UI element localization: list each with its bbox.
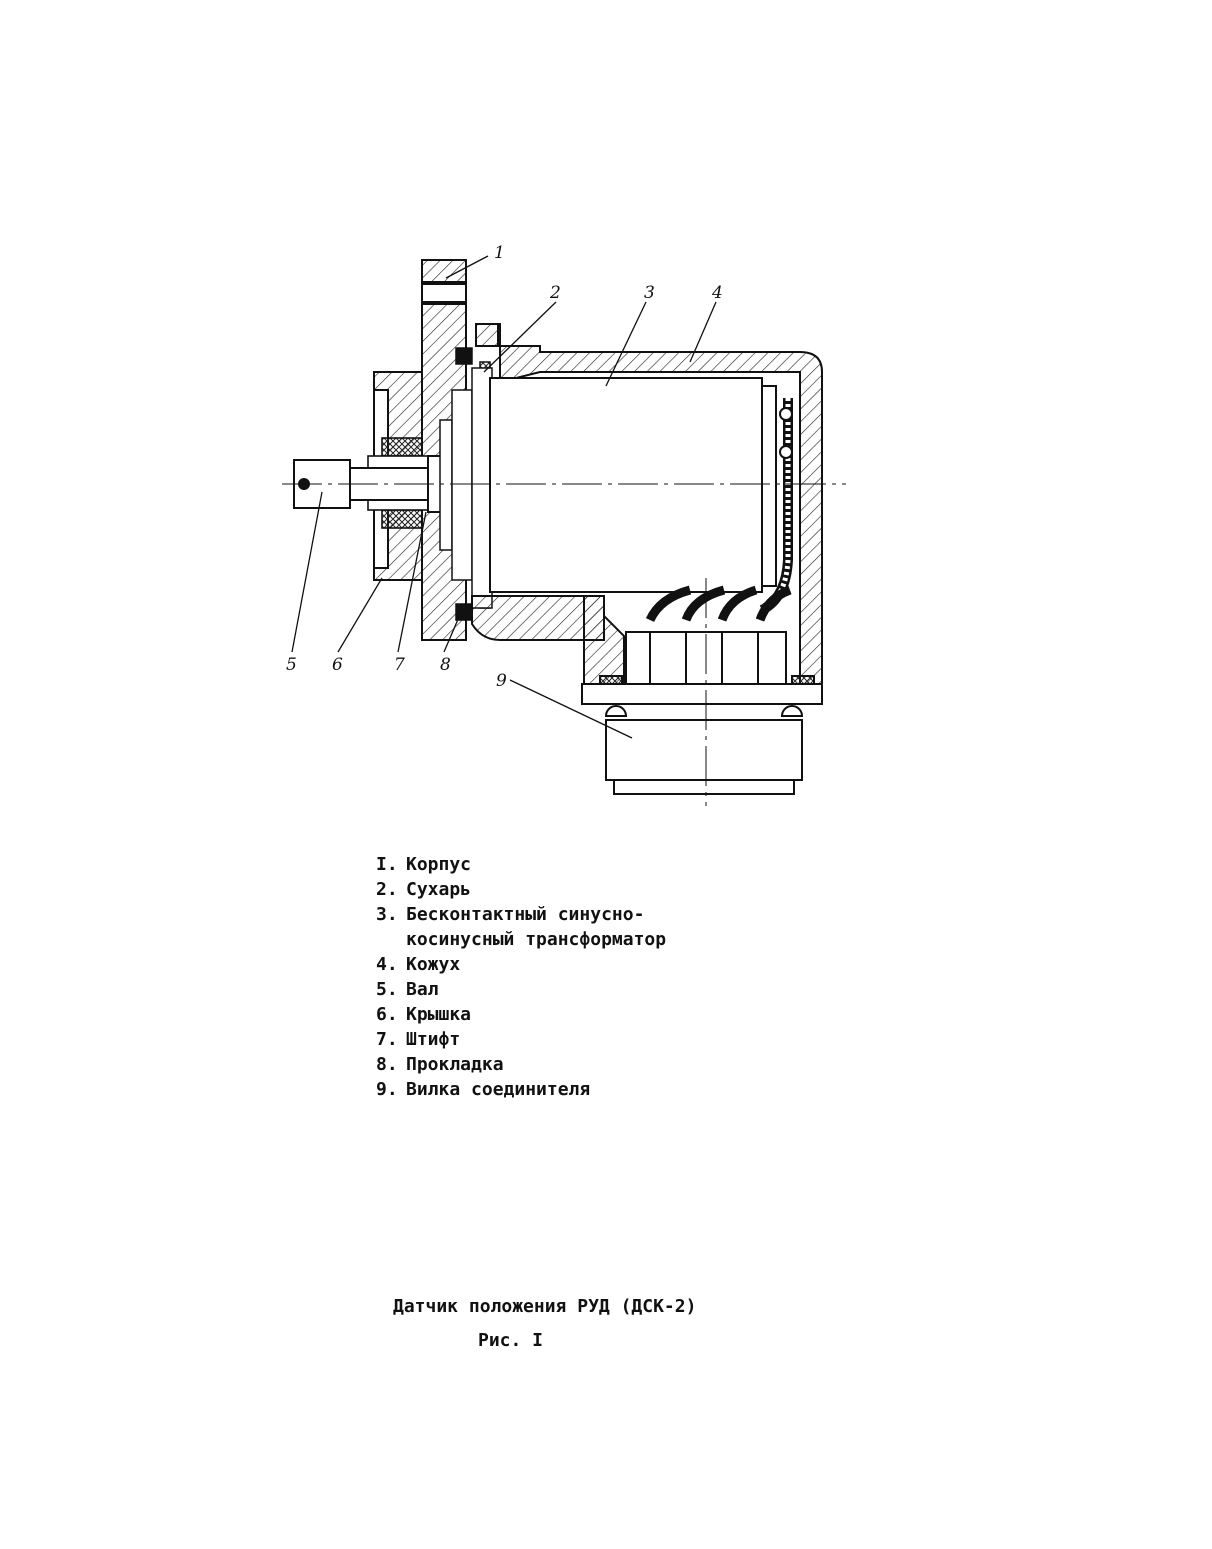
legend-item: 9. Вилка соединителя [376,1077,746,1102]
legend-text: Прокладка [406,1054,504,1075]
legend-item: 7. Штифт [376,1027,746,1052]
callout-7: 7 [394,655,405,675]
legend-number: 5. [376,979,398,1000]
callout-2: 2 [549,283,561,303]
seals [439,347,493,621]
legend-number: 4. [376,954,398,975]
legend-text: Вал [406,979,439,1000]
casing [471,323,823,687]
figure-title: Датчик положения РУД (ДСК-2) [393,1296,697,1317]
legend-item: 8. Прокладка [376,1052,746,1077]
resolver-body [489,377,793,615]
connector-plug [581,631,823,795]
callout-3: 3 [644,283,655,303]
callout-1: 1 [494,243,505,263]
figure-number: Рис. I [478,1330,544,1351]
legend-number: 2. [376,879,398,900]
legend-text: Штифт [406,1029,461,1050]
callout-4: 4 [711,283,723,303]
connector-wires [645,585,792,623]
callout-6: 6 [332,655,343,675]
legend-text: Бесконтактный синусно-косинусный трансфо… [406,904,667,950]
leader-lines [291,255,717,739]
legend-item: 3. Бесконтактный синусно-косинусный транс… [376,902,746,952]
legend-number: 6. [376,1004,398,1025]
center-lines [282,483,846,806]
legend-number: 9. [376,1079,398,1100]
legend-text: Сухарь [406,879,472,900]
legend-text: Корпус [406,854,472,875]
callout-5: 5 [286,655,297,675]
legend-item: 5. Вал [376,977,746,1002]
legend-item: 4. Кожух [376,952,746,977]
legend-item: 6. Крышка [376,1002,746,1027]
legend-number: I. [376,854,398,875]
parts-legend: I. Корпус 2. Сухарь 3. Бесконтактный синусн… [376,852,746,1102]
legend-number: 3. [376,904,398,925]
legend-number: 7. [376,1029,398,1050]
legend-text: Вилка соединителя [406,1079,591,1100]
legend-item: I. Корпус [376,852,746,877]
legend-text: Кожух [406,954,461,975]
callout-9: 9 [496,671,507,691]
callout-8: 8 [440,655,451,675]
sensor-cross-section-drawing: 1 2 3 4 5 6 7 8 9 [282,243,846,806]
legend-item: 2. Сухарь [376,877,746,902]
legend-number: 8. [376,1054,398,1075]
legend-text: Крышка [406,1004,472,1025]
